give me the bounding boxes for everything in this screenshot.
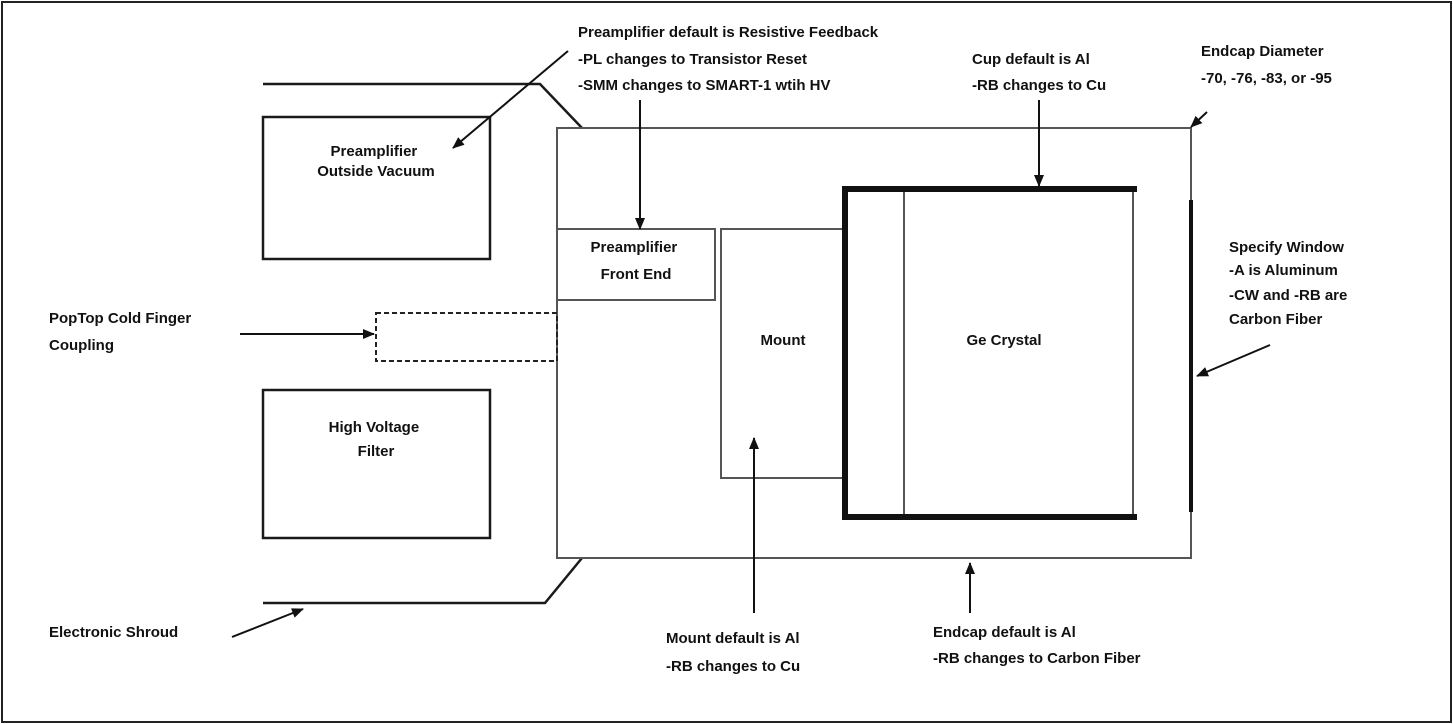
arrow-window	[1196, 344, 1271, 377]
arrow-preamp-outside	[452, 50, 569, 149]
poptop-callout: PopTop Cold Finger Coupling	[49, 310, 195, 354]
hv-filter-line: High Voltage	[329, 419, 420, 436]
preamp-default-line: -PL changes to Transistor Reset	[578, 51, 807, 68]
cup-wall	[842, 186, 1137, 520]
hv-filter-line: Filter	[358, 443, 395, 460]
hv-filter-box	[261, 388, 492, 540]
mount-default-callout: Mount default is Al -RB changes to Cu	[666, 630, 804, 675]
preamp-front-line: Front End	[601, 266, 672, 283]
specify-window-line: -CW and -RB are	[1229, 287, 1347, 304]
specify-window-line: Specify Window	[1229, 239, 1344, 256]
preamp-outside-label: Preamplifier Outside Vacuum	[317, 143, 435, 180]
specify-window-line: -A is Aluminum	[1229, 262, 1338, 279]
poptop-line: Coupling	[49, 337, 114, 354]
endcap-diameter-callout: Endcap Diameter -70, -76, -83, or -95	[1201, 43, 1332, 87]
specify-window-callout: Specify Window -A is Aluminum -CW and -R…	[1229, 239, 1352, 328]
hv-filter-label: High Voltage Filter	[329, 419, 424, 460]
shroud-top-line	[263, 82, 583, 129]
arrow-shroud	[231, 608, 304, 638]
crystal-label: Ge Crystal	[966, 332, 1041, 349]
preamp-default-callout: Preamplifier default is Resistive Feedba…	[578, 24, 882, 94]
preamp-front-label: Preamplifier Front End	[591, 239, 682, 283]
poptop-line: PopTop Cold Finger	[49, 310, 191, 327]
mount-label: Mount	[761, 332, 806, 349]
preamp-outside-box	[261, 115, 492, 261]
cup-default-line: Cup default is Al	[972, 51, 1090, 68]
endcap-default-line: Endcap default is Al	[933, 624, 1076, 641]
mount-default-line: -RB changes to Cu	[666, 658, 800, 675]
arrow-endcap-diameter	[1190, 111, 1208, 128]
cup-default-line: -RB changes to Cu	[972, 77, 1106, 94]
mount-default-line: Mount default is Al	[666, 630, 800, 647]
cold-finger-coupling	[375, 312, 558, 362]
preamp-front-line: Preamplifier	[591, 239, 678, 256]
preamp-outside-line: Outside Vacuum	[317, 163, 435, 180]
preamp-outside-line: Preamplifier	[331, 143, 418, 160]
cup-default-callout: Cup default is Al -RB changes to Cu	[972, 51, 1106, 94]
shroud-callout: Electronic Shroud	[49, 624, 178, 641]
endcap-diameter-line: Endcap Diameter	[1201, 43, 1324, 60]
endcap-default-line: -RB changes to Carbon Fiber	[933, 650, 1141, 667]
endcap-diameter-line: -70, -76, -83, or -95	[1201, 70, 1332, 87]
preamp-default-line: -SMM changes to SMART-1 wtih HV	[578, 77, 831, 94]
preamp-default-line: Preamplifier default is Resistive Feedba…	[578, 24, 879, 41]
endcap-default-callout: Endcap default is Al -RB changes to Carb…	[933, 624, 1141, 667]
shroud-bottom-line	[263, 557, 583, 605]
specify-window-line: Carbon Fiber	[1229, 311, 1323, 328]
